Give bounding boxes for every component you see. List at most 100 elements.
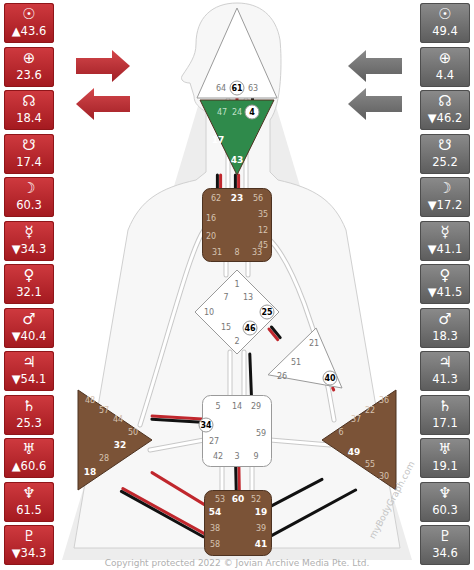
heart-center: 21512640 — [268, 328, 342, 388]
center-shape — [200, 100, 274, 175]
gate-number: 50 — [128, 428, 138, 437]
gate-number: 20 — [206, 232, 216, 241]
spleen-center: 48574450322818 — [78, 390, 152, 490]
personality-activation: ♆60.3 — [420, 482, 470, 522]
gate-number: 16 — [206, 214, 216, 223]
gate-number: 51 — [291, 358, 301, 367]
gate-number: 10 — [204, 308, 214, 317]
channel-stroke — [272, 479, 322, 505]
design-arrow — [76, 88, 130, 120]
gate-number: 23 — [231, 194, 244, 203]
head-center: 64 6163 — [197, 8, 277, 98]
design-activation: ☿▼34.3 — [4, 221, 54, 261]
gate-number: 3 — [234, 452, 239, 461]
channel-line — [152, 473, 204, 505]
planet-symbol: ☿ — [420, 223, 470, 242]
channel-line — [217, 175, 220, 188]
gate-number: 24 — [232, 108, 242, 117]
personality-arrow — [348, 50, 402, 82]
gate-number: 14 — [232, 402, 242, 411]
gate-number: 52 — [251, 495, 261, 504]
planet-symbol: ⊕ — [4, 49, 54, 68]
gate-number: 12 — [258, 226, 268, 235]
channel-stroke — [272, 490, 356, 535]
planet-symbol: ☋ — [4, 136, 54, 155]
planet-symbol: ♆ — [4, 484, 54, 503]
channel-line — [235, 175, 238, 188]
gate-number: 7 — [223, 293, 228, 302]
planet-symbol: ♃ — [4, 353, 54, 372]
gate-number: 62 — [211, 194, 221, 203]
planet-symbol: ☊ — [4, 92, 54, 111]
channel-stroke — [250, 354, 252, 395]
personality-activation: ☽▼17.2 — [420, 177, 470, 217]
gate-line-number: 23.6 — [4, 68, 54, 83]
channel-outlines — [140, 100, 334, 492]
personality-activation: ♂18.3 — [420, 308, 470, 348]
gate-number: 32 — [114, 441, 127, 450]
gate-number: 42 — [213, 452, 223, 461]
design-activation: ♅▲60.6 — [4, 438, 54, 478]
gate-line-number: ▲43.6 — [4, 24, 54, 39]
gate-number: 28 — [99, 454, 109, 463]
gate-number: 33 — [252, 248, 262, 257]
gate-number: 61 — [230, 81, 245, 96]
gate-number: 53 — [215, 495, 225, 504]
gate-number: 1 — [234, 280, 239, 289]
channel-stroke — [121, 491, 203, 536]
design-arrow — [76, 50, 130, 82]
gate-number: 60 — [232, 495, 245, 504]
gate-number: 18 — [84, 468, 97, 477]
personality-activation: ⊕4.4 — [420, 47, 470, 87]
channel-stroke — [237, 175, 240, 188]
center-shape — [197, 8, 277, 98]
gate-number: 27 — [209, 437, 219, 446]
body-silhouette — [74, 3, 400, 548]
throat-center: 622356162035124531833 — [202, 188, 272, 262]
channel-stroke — [237, 467, 240, 490]
planet-symbol: ♄ — [4, 397, 54, 416]
gate-line-number: 41.3 — [420, 372, 470, 387]
center-shape — [268, 328, 342, 388]
solar-plexus-center: 3622376495530 — [322, 390, 396, 490]
channel-line — [333, 388, 334, 390]
channel-stroke — [219, 175, 222, 188]
personality-activation: ♄17.1 — [420, 395, 470, 435]
gate-line-number: ▼17.2 — [420, 198, 470, 213]
channel-stroke — [152, 419, 202, 422]
planet-symbol: ♆ — [420, 484, 470, 503]
gate-number: 26 — [277, 372, 287, 381]
design-activation: ♂▼40.4 — [4, 308, 54, 348]
personality-activation: ☊▼46.2 — [420, 90, 470, 130]
channel-stroke — [152, 473, 204, 505]
design-activation: ♆61.5 — [4, 482, 54, 522]
gate-number: 59 — [256, 429, 266, 438]
gate-line-number: 34.6 — [420, 546, 470, 561]
planet-symbol: ☽ — [4, 179, 54, 198]
design-activation: ⊕23.6 — [4, 47, 54, 87]
channel-fill — [140, 100, 334, 492]
gate-number: 8 — [234, 248, 239, 257]
planet-symbol: ☋ — [420, 136, 470, 155]
gate-number: 64 — [216, 84, 226, 93]
gate-number: 63 — [248, 84, 258, 93]
planet-symbol: ♂ — [4, 310, 54, 329]
sacral-center: 514293427594239 — [202, 395, 272, 467]
gate-number: 2 — [234, 337, 239, 346]
planet-symbol: ♇ — [420, 527, 470, 546]
gate-line-number: ▼54.1 — [4, 372, 54, 387]
gate-line-number: 17.4 — [4, 155, 54, 170]
center-shape — [322, 390, 396, 490]
gate-number: 13 — [243, 293, 253, 302]
planet-symbol: ♀ — [4, 266, 54, 285]
gate-number: 30 — [379, 472, 389, 481]
gate-line-number: 17.1 — [420, 416, 470, 431]
gate-number: 4 — [245, 105, 260, 120]
personality-activation: ☋25.2 — [420, 134, 470, 174]
planet-symbol: ☉ — [4, 5, 54, 24]
gate-line-number: 25.2 — [420, 155, 470, 170]
gate-number: 47 — [217, 108, 227, 117]
gate-number: 9 — [253, 452, 258, 461]
gate-number: 41 — [255, 540, 268, 549]
planet-symbol: ♄ — [420, 397, 470, 416]
